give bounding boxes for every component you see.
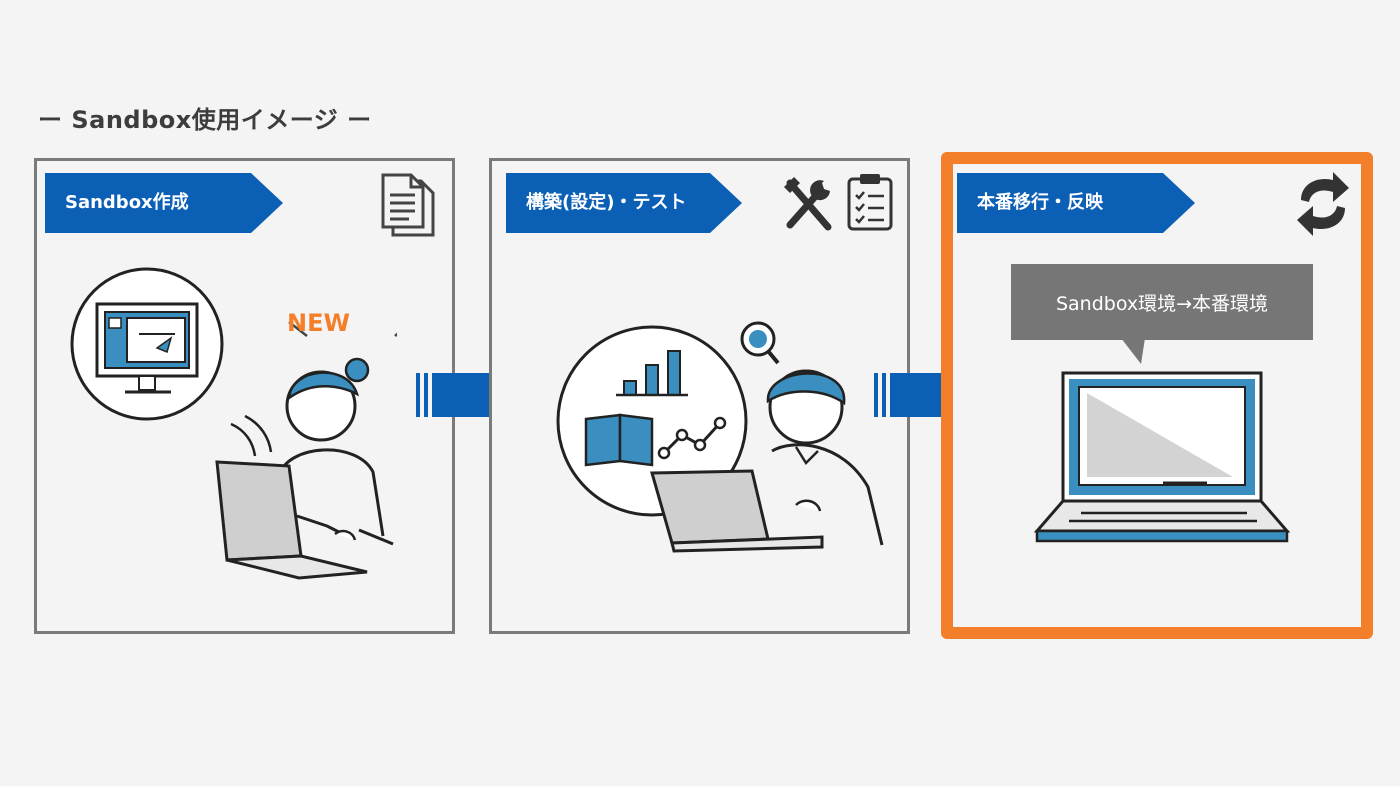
- step-panel-production-release: 本番移行・反映 Sandbox環境→本番環境: [941, 152, 1373, 639]
- document-stack-icon: [381, 173, 435, 237]
- callout-tail: [1121, 338, 1145, 364]
- page-title: ー Sandbox使用イメージ ー: [38, 106, 372, 134]
- step-label-3: 本番移行・反映: [957, 173, 1195, 233]
- environment-callout: Sandbox環境→本番環境: [1011, 264, 1313, 340]
- step-label-2: 構築(設定)・テスト: [506, 173, 742, 233]
- person-building-illustration: [556, 321, 884, 553]
- step-panel-sandbox-create: Sandbox作成 NEW: [34, 158, 455, 634]
- new-badge: NEW: [287, 309, 350, 337]
- step-panel-build-test: 構築(設定)・テスト: [489, 158, 910, 634]
- step-label-1: Sandbox作成: [45, 173, 283, 233]
- wrench-screwdriver-icon: [784, 177, 832, 231]
- clipboard-checklist-icon: [847, 174, 893, 231]
- person-creating-sandbox-illustration: [70, 267, 397, 580]
- laptop-illustration: [1033, 371, 1291, 543]
- sync-arrows-icon: [1297, 172, 1349, 236]
